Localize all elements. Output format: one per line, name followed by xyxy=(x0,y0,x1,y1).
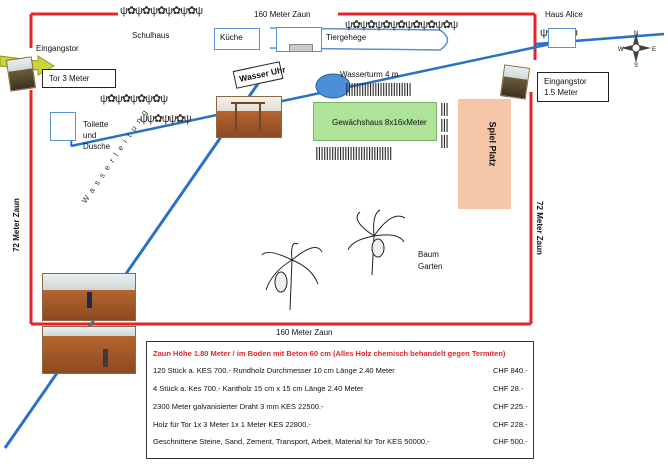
toilette-box xyxy=(50,112,76,141)
gate-photo-left xyxy=(5,56,37,92)
baum-label-2: Garten xyxy=(418,262,443,271)
spiel-platz-area: Spiel Platz xyxy=(458,99,511,209)
banana-tree-icon-2 xyxy=(261,242,323,311)
table-row-price: CHF 28.- xyxy=(493,384,524,393)
fence-right-label: 72 Meter Zaun xyxy=(534,201,544,255)
table-row-desc: 4 Stück a. Kes 700.- Kantholz 15 cm x 15… xyxy=(153,384,364,393)
eingangstor-right-label-1: Eingangstor xyxy=(544,77,587,86)
fence-top-label: 160 Meter Zaun xyxy=(254,10,311,19)
compass-w: W xyxy=(618,47,624,53)
table-row-desc: Geschnittene Steine, Sand, Zement, Trans… xyxy=(153,437,430,446)
fence-left-label: 72 Meter Zaun xyxy=(11,198,21,252)
eingangstor-right-box: Eingangstor 1.5 Meter xyxy=(537,72,609,102)
tiergehege-outline xyxy=(269,27,449,51)
tiergehege-box xyxy=(276,27,322,52)
table-row-price: CHF 228.- xyxy=(493,420,528,429)
compass-e: E xyxy=(652,47,657,53)
table-row-desc: 120 Stück a. KES 700.- Rundholz Durchmes… xyxy=(153,366,395,375)
cost-table-heading-text: Zaun Höhe 1.80 Meter / im Boden mit Beto… xyxy=(153,349,506,358)
water-tower-photo xyxy=(216,96,282,138)
gewaechshaus-label: Gewächshaus 8x16xMeter xyxy=(332,118,427,127)
wasserturm-label: Wasserturm 4 m xyxy=(340,70,399,79)
compass-s: S xyxy=(634,63,639,69)
table-row-desc: Holz für Tor 1x 3 Meter 1x 1 Meter KES 2… xyxy=(153,420,311,429)
table-row-price: CHF 225.- xyxy=(493,402,528,411)
vegetation-row: ψ✿ψ✿ψ✿ψ✿ψ✿ψ✿ψ✿ψ xyxy=(345,19,458,31)
vegetation-row: ψ✿ψ✿ψ✿ψ✿ψ xyxy=(100,93,168,105)
compass-n: N xyxy=(634,31,639,37)
gate-photo-right xyxy=(499,64,531,100)
haus-alice-label: Haus Alice xyxy=(545,10,583,19)
vegetation-row: ψψ✿ψψ✿ψ xyxy=(140,113,192,125)
kueche-label: Küche xyxy=(220,33,243,42)
schulhaus-label: Schulhaus xyxy=(132,31,170,40)
construction-photo-1 xyxy=(42,273,136,321)
tor-left-box: Tor 3 Meter xyxy=(42,69,116,88)
eingangstor-left-label: Eingangstor xyxy=(36,44,79,53)
baum-label-1: Baum xyxy=(418,250,439,259)
eingangstor-right-label-2: 1.5 Meter xyxy=(544,88,578,97)
construction-photo-2 xyxy=(42,326,136,374)
cost-table: Zaun Höhe 1.80 Meter / im Boden mit Beto… xyxy=(146,341,534,459)
vegetation-row: ||| ||| ||| xyxy=(440,100,449,148)
kueche-box xyxy=(214,28,260,50)
compass-icon xyxy=(621,33,651,63)
toilette-label-2: und xyxy=(83,131,97,140)
fence-bottom-label: 160 Meter Zaun xyxy=(276,328,333,337)
gewaechshaus-area: Gewächshaus 8x16xMeter xyxy=(313,102,437,141)
table-row-price: CHF 840.- xyxy=(493,366,528,375)
vegetation-row: ||||||||||||||||||||||||| xyxy=(345,80,412,96)
table-row-price: CHF 500.- xyxy=(493,437,528,446)
water-pipe-upper xyxy=(70,40,561,148)
tiergehege-fence-icon xyxy=(289,44,313,52)
table-row-desc: 2300 Meter galvanisierter Draht 3 mm KES… xyxy=(153,402,324,411)
toilette-label-1: Toilette xyxy=(83,120,109,129)
tiergehege-label: Tiergehege xyxy=(326,33,367,42)
cost-table-heading: Zaun Höhe 1.80 Meter / im Boden mit Beto… xyxy=(153,349,527,358)
vegetation-row: ||||||||||||||||||||||||||||| xyxy=(315,144,392,160)
haus-alice-box xyxy=(548,28,576,48)
tor-left-label: Tor 3 Meter xyxy=(49,74,90,83)
banana-tree-icon xyxy=(347,209,406,276)
toilette-label-3: Dusche xyxy=(83,142,111,151)
water-tower-shape xyxy=(315,73,351,99)
vegetation-row: ψ✿ψ✿ψ✿ψ✿ψ✿ψ xyxy=(120,5,203,17)
spiel-platz-label: Spiel Platz xyxy=(487,121,498,167)
